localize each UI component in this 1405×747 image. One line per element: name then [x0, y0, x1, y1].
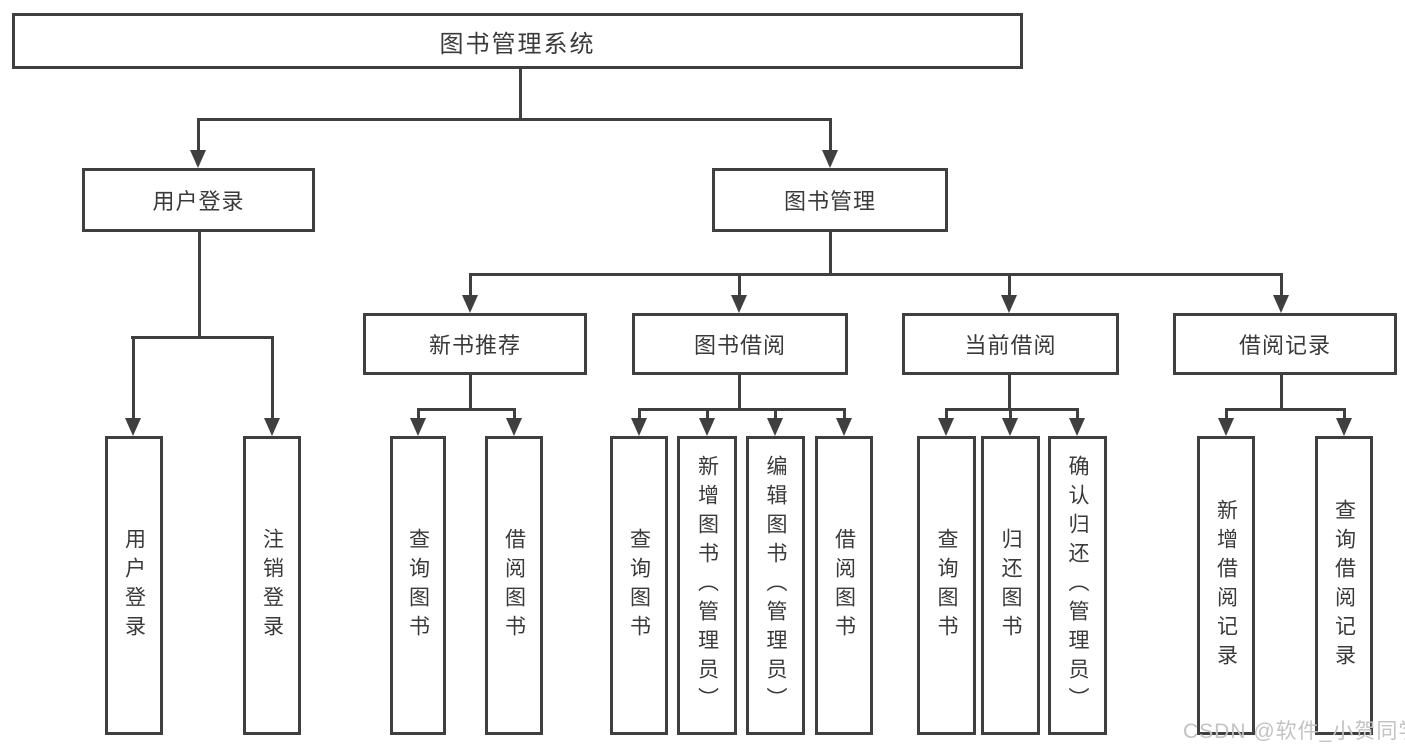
node-borrow-records: 借阅记录: [1173, 313, 1397, 375]
connector-borrow-records-trunk: [1280, 375, 1283, 408]
connector-book-borrow-trunk: [738, 375, 741, 408]
connector-level3-bar: [469, 273, 1282, 276]
connector-drop-current-borrow: [1008, 273, 1011, 297]
leaf-borrow-books: 借阅图书: [815, 436, 873, 735]
arrow-down-icon: [822, 150, 838, 168]
arrow-down-icon: [1218, 418, 1234, 436]
arrow-down-icon: [125, 418, 141, 436]
connector-drop: [638, 408, 641, 420]
arrow-down-icon: [1273, 295, 1289, 313]
leaf-query-books-current: 查询图书: [917, 436, 976, 735]
connector-new-book-trunk: [469, 375, 472, 408]
connector-level1-bar: [197, 118, 831, 121]
connector-drop: [843, 408, 846, 420]
leaf-borrow-books-recommend: 借阅图书: [485, 436, 543, 735]
node-book-management: 图书管理: [712, 168, 948, 232]
connector-borrow-records-bar: [1225, 408, 1345, 411]
node-user-login: 用户登录: [82, 168, 315, 232]
leaf-query-books-recommend: 查询图书: [390, 436, 446, 735]
connector-drop-leaf-logout: [271, 336, 274, 418]
arrow-down-icon: [1069, 418, 1085, 436]
leaf-query-borrow-record: 查询借阅记录: [1315, 436, 1373, 735]
connector-drop-new-book: [469, 273, 472, 297]
arrow-down-icon: [190, 150, 206, 168]
connector-drop: [774, 408, 777, 420]
connector-current-borrow-bar: [945, 408, 1079, 411]
connector-drop: [1076, 408, 1079, 420]
connector-drop-book-borrow: [738, 273, 741, 297]
connector-drop-borrow-records: [1280, 273, 1283, 297]
connector-new-book-bar: [417, 408, 515, 411]
arrow-down-icon: [264, 418, 280, 436]
arrow-down-icon: [1002, 418, 1018, 436]
connector-root-trunk: [519, 69, 522, 118]
connector-drop: [706, 408, 709, 420]
arrow-down-icon: [410, 418, 426, 436]
connector-drop: [513, 408, 516, 420]
connector-drop-book-mgmt: [829, 118, 832, 152]
arrow-down-icon: [506, 418, 522, 436]
node-book-borrow: 图书借阅: [632, 313, 848, 375]
connector-drop: [945, 408, 948, 420]
arrow-down-icon: [1336, 418, 1352, 436]
leaf-query-books-borrow: 查询图书: [610, 436, 668, 735]
node-new-book-recommend: 新书推荐: [363, 313, 587, 375]
connector-drop-leaf-user-login: [132, 336, 135, 418]
leaf-edit-books-admin: 编辑图书（管理员）: [746, 436, 805, 735]
connector-drop: [1009, 408, 1012, 420]
connector-current-borrow-trunk: [1008, 375, 1011, 408]
arrow-down-icon: [836, 418, 852, 436]
connector-drop: [1343, 408, 1346, 420]
leaf-logout: 注销登录: [243, 436, 301, 735]
arrow-down-icon: [699, 418, 715, 436]
node-current-borrow: 当前借阅: [902, 313, 1119, 375]
csdn-watermark: CSDN @软件_小贺同学: [1183, 720, 1405, 743]
connector-book-borrow-bar: [638, 408, 845, 411]
leaf-return-books: 归还图书: [981, 436, 1040, 735]
arrow-down-icon: [938, 418, 954, 436]
arrow-down-icon: [462, 295, 478, 313]
connector-drop: [1225, 408, 1228, 420]
leaf-add-books-admin: 新增图书（管理员）: [677, 436, 737, 735]
connector-drop-user-login: [197, 118, 200, 152]
leaf-add-borrow-record: 新增借阅记录: [1197, 436, 1255, 735]
connector-book-mgmt-trunk: [829, 232, 832, 273]
connector-user-login-trunk: [198, 232, 201, 336]
arrow-down-icon: [731, 295, 747, 313]
connector-user-login-bar: [131, 336, 273, 339]
node-root-library-system: 图书管理系统: [12, 13, 1023, 69]
connector-drop: [417, 408, 420, 420]
arrow-down-icon: [631, 418, 647, 436]
arrow-down-icon: [767, 418, 783, 436]
leaf-user-login: 用户登录: [105, 436, 163, 735]
leaf-confirm-return-admin: 确认归还（管理员）: [1048, 436, 1107, 735]
arrow-down-icon: [1001, 295, 1017, 313]
